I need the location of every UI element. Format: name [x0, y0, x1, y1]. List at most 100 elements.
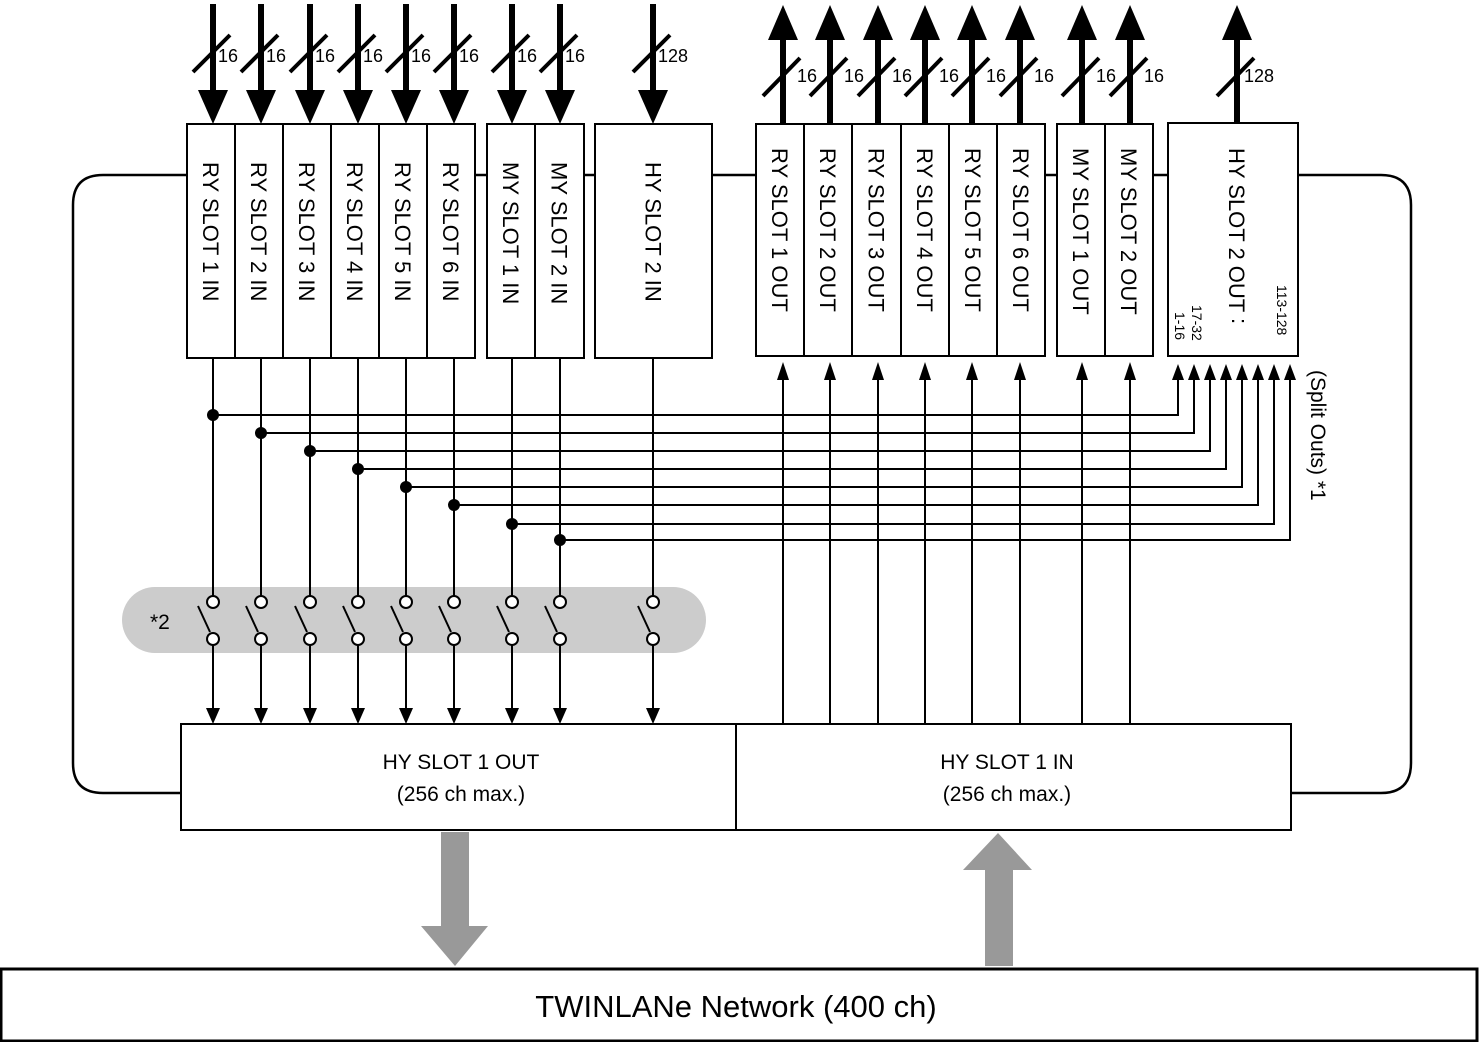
arrowhead-icon — [343, 90, 373, 124]
output-slot-label: RY SLOT 3 OUT — [864, 148, 889, 312]
range-label: 17-32 — [1189, 305, 1205, 341]
switch-7[interactable] — [496, 595, 519, 724]
bus-slash — [538, 33, 579, 74]
split-out-line — [560, 372, 1291, 541]
input-slot-label: MY SLOT 2 IN — [547, 162, 572, 304]
switch-6[interactable] — [438, 595, 461, 724]
split-out-line — [261, 372, 1195, 434]
split-out-line — [310, 372, 1211, 452]
arrowhead-icon — [1005, 5, 1035, 40]
split-out-line — [213, 372, 1179, 416]
arrowhead-icon — [1067, 5, 1097, 40]
switch-terminal-icon — [505, 632, 519, 646]
hy-slot-2-out-label: HY SLOT 2 OUT — [1224, 148, 1249, 312]
bus-slash — [288, 33, 329, 74]
arrowhead-icon — [824, 362, 836, 380]
arrowhead-icon — [646, 708, 660, 724]
switch-5[interactable] — [390, 595, 413, 724]
switch-blade-icon — [390, 605, 404, 633]
input-slot-label: RY SLOT 1 IN — [198, 162, 223, 301]
bus-slash — [384, 33, 425, 74]
arrowhead-icon — [447, 708, 461, 724]
network-up-arrow — [963, 833, 1032, 966]
arrowhead-icon — [1220, 364, 1232, 380]
arrowhead-icon — [391, 90, 421, 124]
input-slot-label: MY SLOT 1 IN — [498, 162, 523, 304]
switch-1[interactable] — [197, 595, 220, 724]
switch-blade-icon — [245, 605, 259, 633]
arrowhead-icon — [206, 708, 220, 724]
input-slot-label: RY SLOT 6 IN — [438, 162, 463, 301]
switch-terminal-icon — [303, 595, 317, 609]
switch-terminal-icon — [351, 595, 365, 609]
split-out-line — [406, 372, 1243, 488]
arrowhead-icon — [872, 362, 884, 380]
channel-count: 16 — [411, 46, 431, 66]
arrowhead-icon — [1236, 364, 1248, 380]
hy-slot-1-out-title: HY SLOT 1 OUT — [383, 751, 540, 774]
bus-slash — [432, 33, 473, 74]
switch-terminal-icon — [553, 632, 567, 646]
arrowhead-icon — [399, 708, 413, 724]
switch-terminal-icon — [447, 632, 461, 646]
input-slot-label: RY SLOT 5 IN — [390, 162, 415, 301]
bus-slash — [761, 56, 802, 98]
input-slot-label: HY SLOT 2 IN — [641, 162, 666, 302]
arrowhead-icon — [351, 708, 365, 724]
arrowhead-icon — [198, 90, 228, 124]
bus-slash — [336, 33, 377, 74]
arrowhead-icon — [439, 90, 469, 124]
switch-blade-icon — [438, 605, 452, 633]
input-slot-2: RY SLOT 2 IN 16 — [234, 4, 286, 596]
arrowhead-icon — [957, 5, 987, 40]
arrowhead-icon — [638, 90, 668, 124]
input-slot-6: RY SLOT 6 IN 16 — [426, 4, 479, 596]
arrowhead-icon — [815, 5, 845, 40]
bus-slash — [191, 33, 232, 74]
switch-8[interactable] — [544, 595, 567, 724]
switch-note-label: *2 — [150, 611, 170, 634]
switch-terminal-icon — [254, 595, 268, 609]
arrowhead-icon — [1222, 5, 1252, 40]
arrowhead-icon — [505, 708, 519, 724]
switch-9[interactable] — [637, 595, 660, 724]
channel-count: 16 — [266, 46, 286, 66]
range-label: 1-16 — [1172, 312, 1188, 340]
hy-slot-1-in-title: HY SLOT 1 IN — [940, 751, 1073, 774]
range-label: 113-128 — [1274, 285, 1290, 336]
switch-terminal-icon — [206, 632, 220, 646]
switch-4[interactable] — [342, 595, 365, 724]
switch-3[interactable] — [294, 595, 317, 724]
channel-count: 16 — [986, 66, 1006, 86]
input-slot-label: RY SLOT 2 IN — [246, 162, 271, 301]
arrowhead-icon — [863, 5, 893, 40]
output-slot-label: MY SLOT 1 OUT — [1068, 148, 1093, 315]
channel-count: 16 — [459, 46, 479, 66]
switch-2[interactable] — [245, 595, 268, 724]
split-outs-label: (Split Outs) *1 — [1306, 370, 1329, 501]
arrowhead-icon — [1124, 362, 1136, 380]
switch-blade-icon — [197, 605, 211, 633]
split-out-line — [358, 372, 1227, 470]
input-slot-8: MY SLOT 2 IN 16 — [534, 4, 585, 596]
switch-terminal-icon — [447, 595, 461, 609]
arrowhead-icon — [1204, 364, 1216, 380]
bus-slash — [1060, 56, 1101, 98]
switch-blade-icon — [637, 605, 651, 633]
split-out-line — [454, 372, 1259, 506]
output-slot-label: RY SLOT 2 OUT — [815, 148, 840, 312]
output-slot-label: RY SLOT 4 OUT — [912, 148, 937, 312]
switch-terminal-icon — [206, 595, 220, 609]
switch-blade-icon — [342, 605, 356, 633]
hy-slot-1-out-subtitle: (256 ch max.) — [397, 783, 525, 806]
channel-count: 16 — [565, 46, 585, 66]
channel-count: 16 — [363, 46, 383, 66]
